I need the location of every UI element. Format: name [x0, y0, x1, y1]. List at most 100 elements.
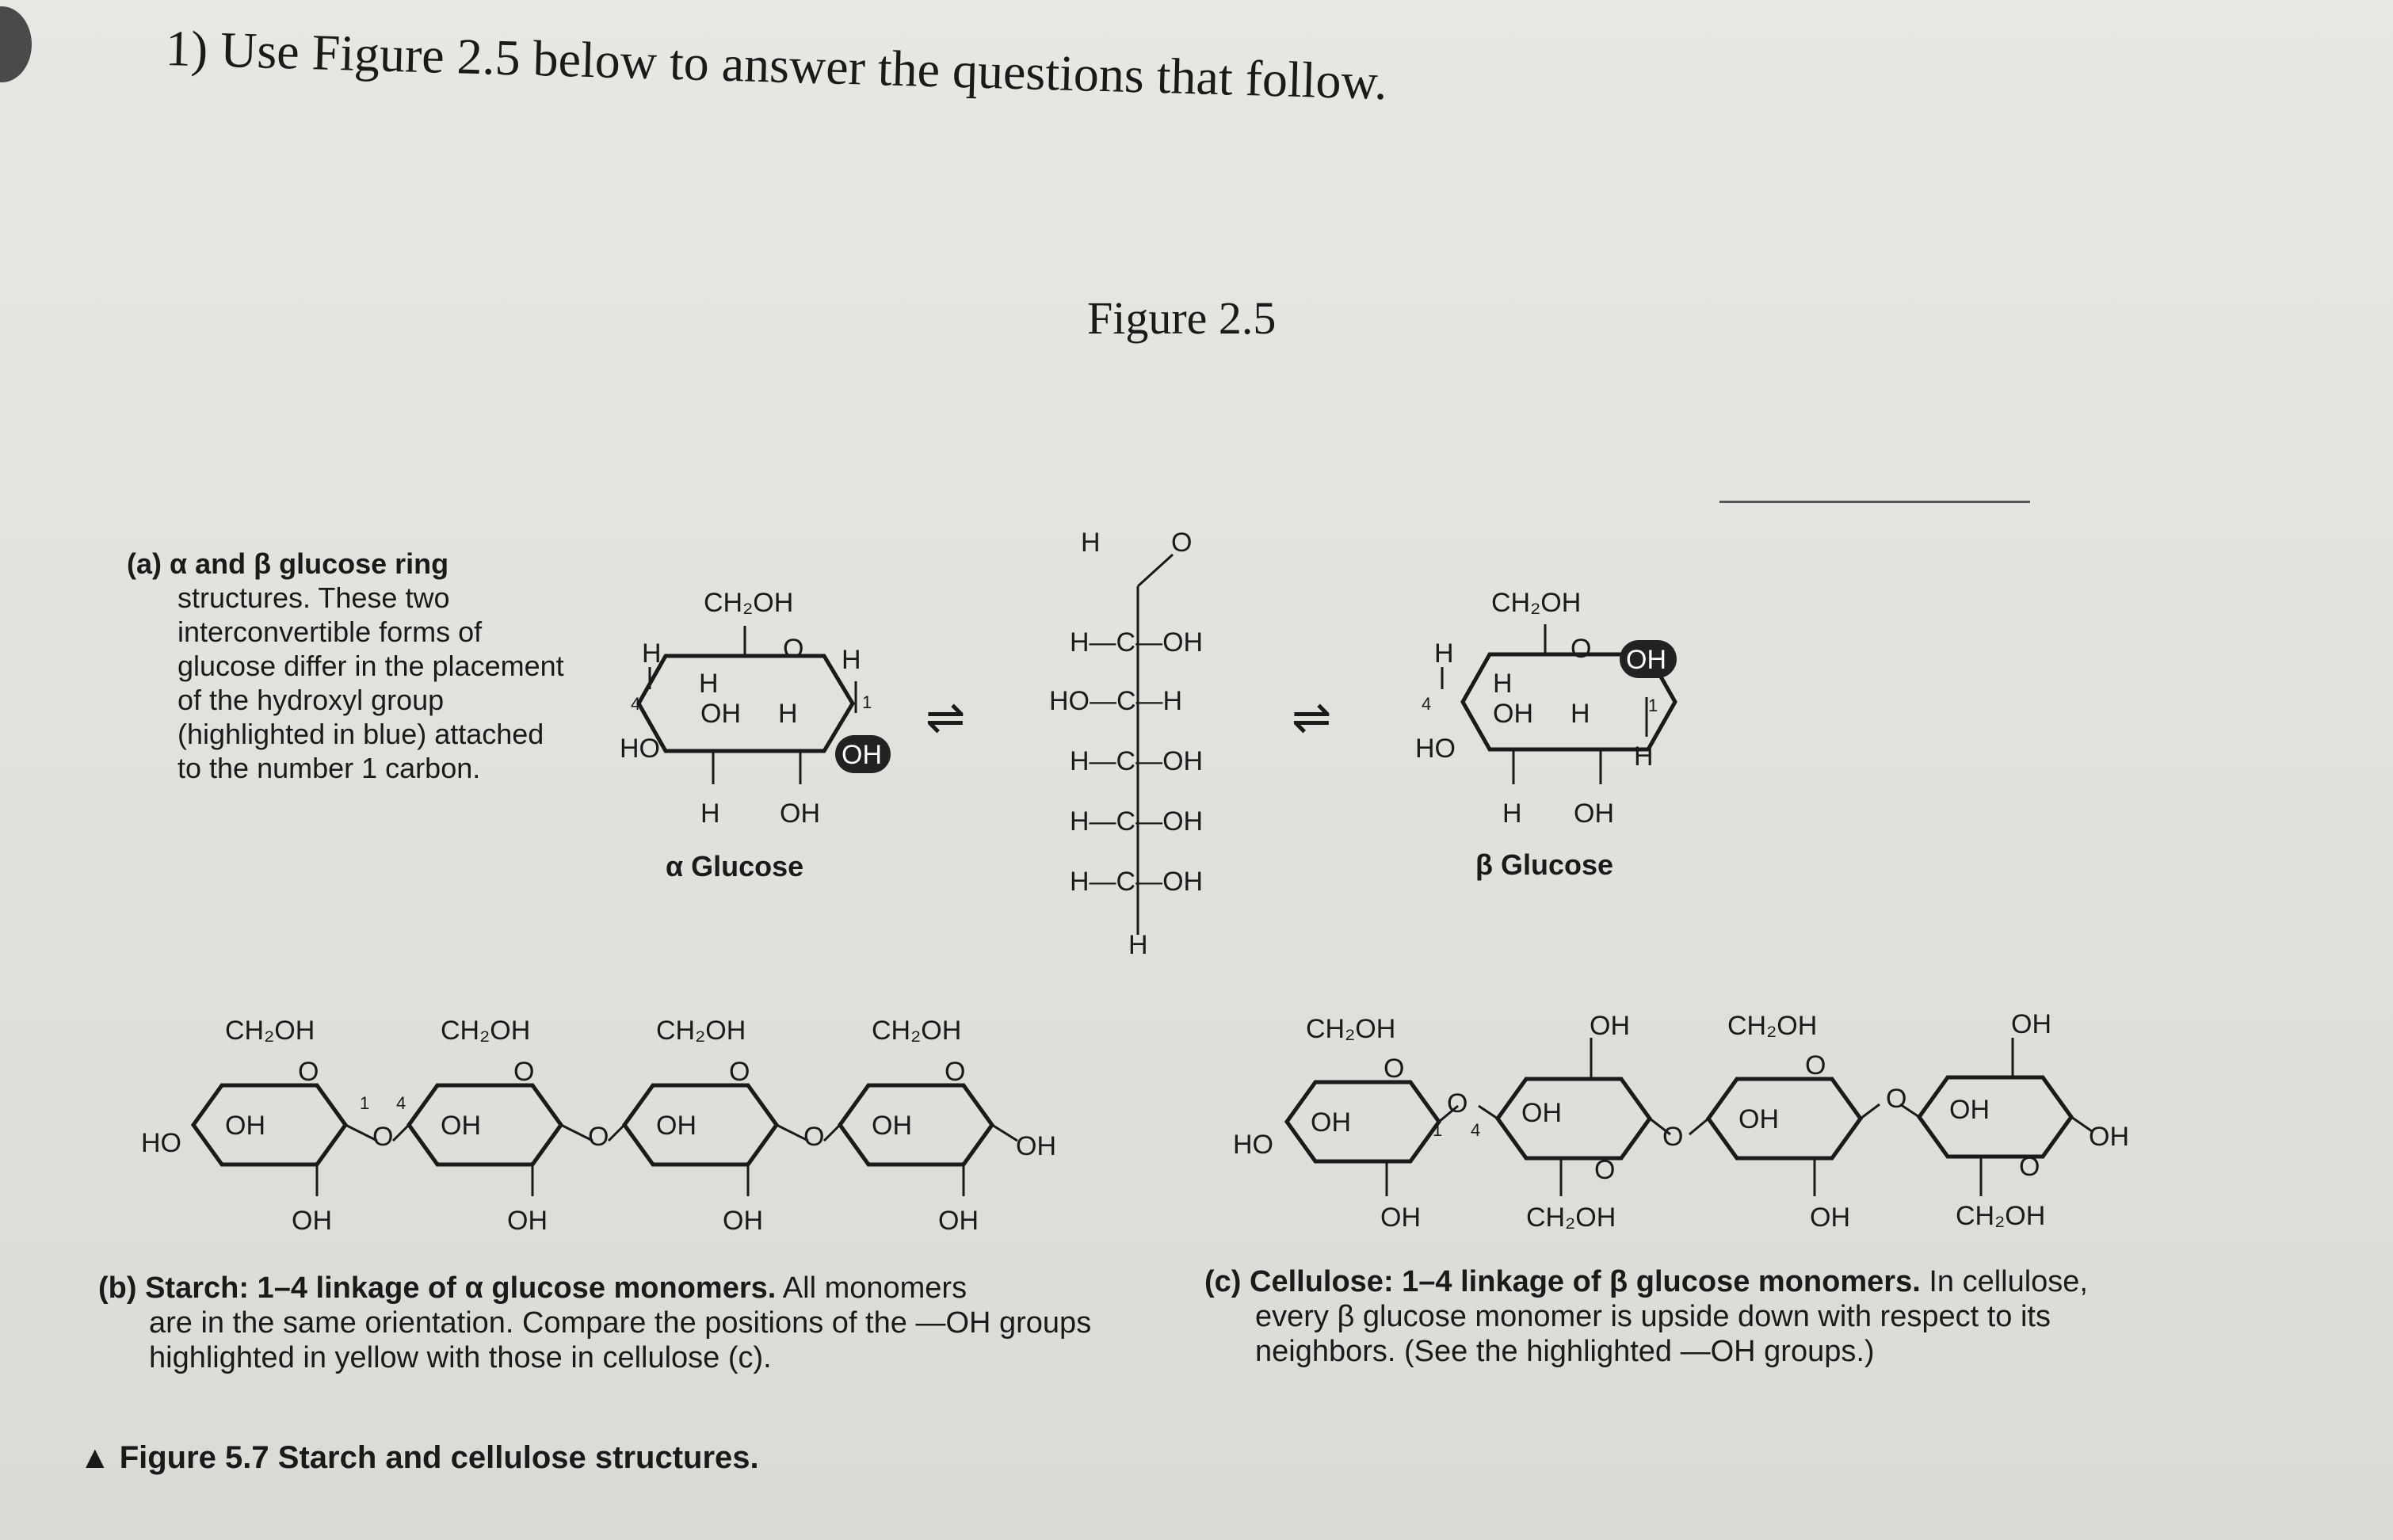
starch-oh-bottom-3: OH: [723, 1206, 763, 1236]
caption-b-lead: (b) Starch: 1–4 linkage of α glucose mon…: [98, 1271, 777, 1305]
caption-a: (a) α and β glucose ring structures. The…: [127, 547, 571, 785]
starch-ring-1: [190, 1083, 349, 1167]
alpha-num1: 1: [862, 692, 872, 712]
cellulose-oh-bottom-1: OH: [1380, 1203, 1421, 1233]
starch-oh-ring-4: OH: [872, 1111, 912, 1141]
caption-c-rest: every β glucose monomer is upside down w…: [1255, 1300, 2051, 1368]
caption-a-rest: structures. These two interconvertible f…: [177, 581, 564, 784]
starch-labels: CH₂OH CH₂OH CH₂OH CH₂OH O O O O HO OH OH…: [141, 1016, 1056, 1236]
figure-caption: ▲ Figure 5.7 Starch and cellulose struct…: [79, 1440, 759, 1475]
cellulose-ch2oh-2: CH₂OH: [1526, 1203, 1616, 1233]
beta-h1: H: [1634, 741, 1654, 772]
alpha-ring-o: O: [783, 634, 803, 664]
starch-num1: 1: [360, 1093, 369, 1113]
starch-oh-bottom-4: OH: [938, 1206, 979, 1236]
starch-ho: HO: [141, 1128, 181, 1158]
cellulose-oh-ring-3: OH: [1738, 1104, 1779, 1134]
caption-b: (b) Starch: 1–4 linkage of α glucose mon…: [98, 1271, 1128, 1375]
alpha-ring: [636, 654, 855, 753]
cellulose-num1: 1: [1433, 1120, 1442, 1140]
alpha-oh-ring: OH: [700, 699, 741, 729]
beta-label: β Glucose: [1475, 848, 1613, 881]
alpha-h3: H: [700, 799, 720, 829]
chain-row-5: H—C—OH: [1070, 867, 1203, 897]
caption-c-tail: In cellulose,: [1920, 1265, 2088, 1298]
cellulose-ring-4: [1916, 1075, 2074, 1159]
starch-oh-bottom-2: OH: [507, 1206, 548, 1236]
starch-ch2oh-3: CH₂OH: [656, 1016, 746, 1046]
beta-ch2oh: CH₂OH: [1491, 588, 1581, 618]
cellulose-o-4: O: [2019, 1152, 2040, 1182]
alpha-oh1: OH: [842, 740, 882, 770]
cellulose-link-o-2: O: [1662, 1122, 1683, 1152]
beta-num4: 4: [1422, 694, 1431, 714]
chain-h-bottom: H: [1128, 930, 1148, 960]
cellulose-link-o-1: O: [1447, 1088, 1467, 1119]
starch-oh-ring-1: OH: [225, 1111, 265, 1141]
chain-row-4: H—C—OH: [1070, 806, 1203, 837]
beta-oh3: OH: [1574, 799, 1614, 829]
alpha-label: α Glucose: [666, 850, 803, 882]
chain-row-2: HO—C—H: [1049, 686, 1182, 716]
caption-c-lead: (c) Cellulose: 1–4 linkage of β glucose …: [1204, 1265, 1921, 1298]
alpha-h-ring: H: [778, 699, 798, 729]
starch-link-o-2: O: [588, 1122, 609, 1152]
alpha-ho: HO: [620, 734, 660, 764]
cellulose-link-o-3: O: [1886, 1084, 1906, 1114]
cellulose-ring-3: [1705, 1077, 1864, 1161]
caption-b-rest: are in the same orientation. Compare the…: [149, 1306, 1092, 1374]
beta-oh-highlight: [1620, 640, 1677, 678]
equilibrium-1: ⇌: [926, 691, 965, 744]
starch-oh-end: OH: [1016, 1131, 1056, 1161]
alpha-h2: H: [699, 669, 719, 699]
cellulose-oh-ring-1: OH: [1311, 1107, 1351, 1138]
chain-row-1: H—C—OH: [1070, 627, 1203, 658]
cellulose-oh-ring-4: OH: [1949, 1095, 1990, 1125]
alpha-h1: H: [842, 645, 861, 675]
starch-num4: 4: [396, 1093, 406, 1113]
starch-ring-3: [621, 1083, 780, 1167]
starch-link-o-1: O: [372, 1122, 393, 1152]
cellulose-ch2oh-3: CH₂OH: [1727, 1011, 1817, 1041]
starch-ch2oh-2: CH₂OH: [441, 1016, 530, 1046]
alpha-h4: H: [642, 638, 662, 669]
cellulose-ch2oh-4: CH₂OH: [1956, 1201, 2045, 1231]
chain-h-top: H: [1081, 528, 1101, 558]
beta-ho: HO: [1415, 734, 1456, 764]
cellulose-o-1: O: [1384, 1054, 1404, 1084]
cellulose-oh-bottom-3: OH: [1810, 1203, 1850, 1233]
alpha-oh-highlight: [835, 735, 891, 773]
chain-row-3: H—C—OH: [1070, 746, 1203, 776]
beta-ring-o: O: [1571, 634, 1591, 664]
cellulose-o-3: O: [1805, 1050, 1826, 1081]
starch-oh-bottom-1: OH: [292, 1206, 332, 1236]
cellulose-ho: HO: [1233, 1130, 1273, 1160]
caption-a-lead: (a) α and β glucose ring: [127, 547, 449, 580]
beta-oh1: OH: [1626, 645, 1666, 675]
chain-o-top: O: [1171, 528, 1192, 558]
alpha-oh3: OH: [780, 799, 820, 829]
beta-h4: H: [1434, 638, 1454, 669]
beta-h-ring: H: [1571, 699, 1590, 729]
beta-h2: H: [1493, 669, 1513, 699]
starch-ch2oh-4: CH₂OH: [872, 1016, 961, 1046]
cellulose-oh-end: OH: [2089, 1122, 2129, 1152]
cellulose-o-2: O: [1594, 1155, 1615, 1185]
cellulose-oh-ring-2: OH: [1521, 1098, 1562, 1128]
cellulose-num4: 4: [1471, 1120, 1480, 1140]
starch-o-4: O: [945, 1057, 965, 1087]
starch-oh-ring-3: OH: [656, 1111, 697, 1141]
cellulose-oh-top-2: OH: [1590, 1011, 1630, 1041]
starch-ch2oh-1: CH₂OH: [225, 1016, 315, 1046]
cellulose-oh-top-4: OH: [2011, 1009, 2051, 1039]
alpha-ch2oh: CH₂OH: [704, 588, 793, 618]
cellulose-ring-1: [1284, 1080, 1442, 1164]
beta-num1: 1: [1648, 696, 1658, 715]
figure-title: Figure 2.5: [1087, 292, 1277, 344]
caption-c: (c) Cellulose: 1–4 linkage of β glucose …: [1204, 1264, 2139, 1369]
starch-o-3: O: [729, 1057, 750, 1087]
equilibrium-2: ⇌: [1292, 691, 1331, 744]
starch-ring-2: [406, 1083, 564, 1167]
caption-b-tail: All monomers: [776, 1271, 968, 1305]
